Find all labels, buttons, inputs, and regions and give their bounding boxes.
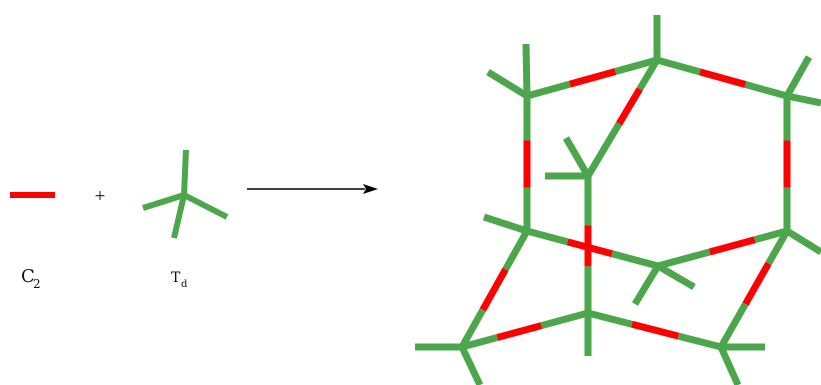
framework-node-arm [753, 227, 788, 244]
framework-node-arm [458, 345, 484, 385]
td-subscript: d [181, 279, 188, 290]
framework-node-arm [717, 302, 749, 349]
c2-symbol: C [21, 266, 35, 287]
framework-node-arm [783, 55, 813, 98]
framework-node-arm [526, 80, 571, 100]
framework-node-arm [614, 56, 658, 75]
framework-node-arm [522, 43, 531, 97]
framework-node-arm [656, 262, 696, 291]
framework-node-arm [587, 309, 633, 328]
framework-stubs [415, 15, 821, 385]
tetrahedral-node-td-icon [142, 149, 229, 239]
td-label: T d [171, 270, 188, 290]
framework-linker [742, 261, 772, 306]
framework-node-arm [765, 229, 791, 266]
framework-edges [458, 56, 791, 351]
framework-node-arm [786, 92, 821, 107]
framework-node-arm [562, 136, 592, 178]
c2-label: C 2 [21, 266, 41, 291]
framework-node-arm [632, 264, 661, 306]
reaction-arrow [247, 184, 378, 194]
plus-sign: + [94, 188, 106, 204]
framework-node-arm [636, 58, 661, 91]
framework-linker [708, 236, 756, 256]
framework-node-arm [785, 228, 821, 255]
framework-structure [415, 15, 821, 385]
framework-node-arm [461, 334, 499, 351]
framework-node-arm [656, 56, 701, 76]
framework-node-arm [526, 227, 569, 246]
framework-linker [496, 322, 543, 341]
framework-linker [568, 68, 617, 88]
td-symbol: T [171, 270, 181, 286]
framework-linker [616, 87, 643, 126]
c2-subscript: 2 [33, 277, 41, 291]
framework-node-arm [657, 248, 711, 270]
framework-linker [566, 238, 614, 258]
framework-node-arm [482, 213, 529, 235]
framework-linker [631, 320, 680, 340]
framework-node-arm [540, 309, 589, 329]
framework-linker [479, 267, 509, 312]
framework-node-arm [458, 308, 486, 349]
framework-node-arm [717, 345, 742, 385]
framework-node-arm [584, 122, 623, 178]
framework-node-arm [744, 81, 788, 100]
framework-linker [698, 68, 747, 88]
framework-node-arm [611, 250, 659, 270]
framework-node-arm [502, 229, 531, 271]
framework-node-arm [486, 69, 529, 99]
framework-node-arm [677, 332, 722, 351]
